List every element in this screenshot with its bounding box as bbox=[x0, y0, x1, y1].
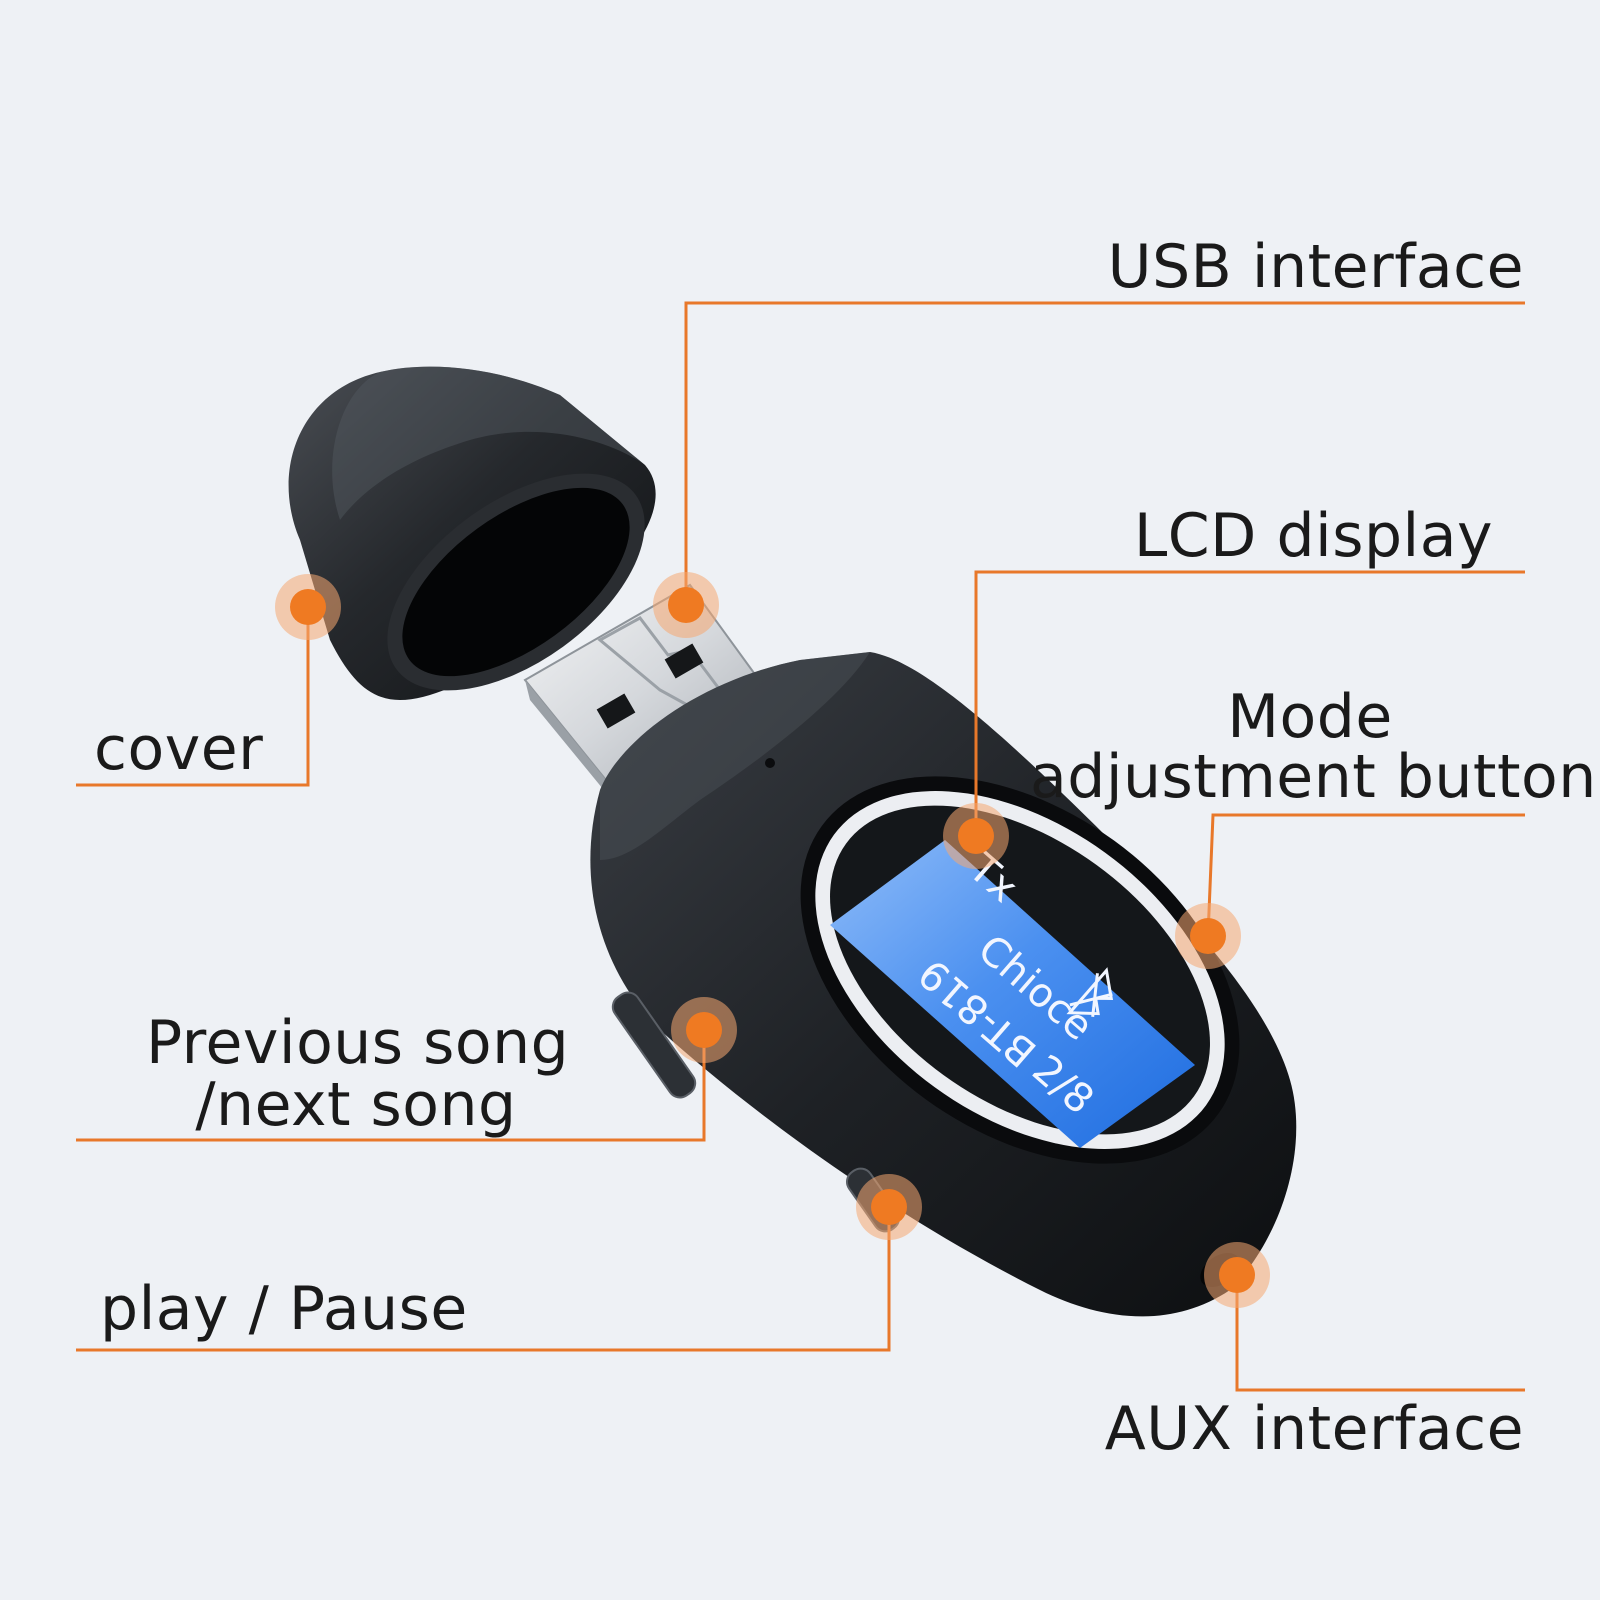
lcd-display-dot bbox=[943, 803, 1009, 869]
usb-plug bbox=[523, 583, 772, 800]
prev-next-label-line1: Previous song bbox=[146, 1008, 570, 1078]
lcd-screen: Tx Chioce BT-819 2/8 bbox=[830, 840, 1195, 1148]
prev-next-dot bbox=[671, 997, 737, 1063]
callout-lines bbox=[76, 301, 1525, 1392]
prev-next-button-shape bbox=[611, 991, 697, 1099]
aux-interface-dot bbox=[1204, 1242, 1270, 1308]
mode-button-dot bbox=[1175, 903, 1241, 969]
prev-next-line bbox=[76, 1030, 706, 1142]
bluetooth-icon bbox=[1066, 967, 1114, 1017]
lcd-display-label: LCD display bbox=[1133, 501, 1493, 571]
usb-interface-label: USB interface bbox=[1107, 232, 1524, 302]
usb-interface-dot bbox=[653, 572, 719, 638]
play-pause-dot bbox=[856, 1174, 922, 1240]
lcd-display-line bbox=[974, 570, 1525, 836]
mode-button-label-line1: Mode bbox=[1227, 682, 1393, 752]
indicator-hole bbox=[765, 758, 775, 768]
callout-dots bbox=[275, 572, 1270, 1308]
usb-cover bbox=[288, 366, 656, 700]
mode-button-line bbox=[1206, 813, 1525, 937]
cover-dot bbox=[275, 574, 341, 640]
usb-interface-line bbox=[684, 301, 1525, 605]
cover-label: cover bbox=[94, 714, 264, 784]
aux-interface-line bbox=[1235, 1275, 1525, 1392]
aux-interface-label: AUX interface bbox=[1104, 1394, 1524, 1464]
play-pause-label: play / Pause bbox=[100, 1274, 468, 1344]
mode-button-label-line2: adjustment button bbox=[1030, 742, 1597, 812]
cover-line bbox=[76, 607, 310, 787]
play-pause-line bbox=[76, 1207, 891, 1352]
prev-next-label-line2: /next song bbox=[195, 1070, 517, 1140]
